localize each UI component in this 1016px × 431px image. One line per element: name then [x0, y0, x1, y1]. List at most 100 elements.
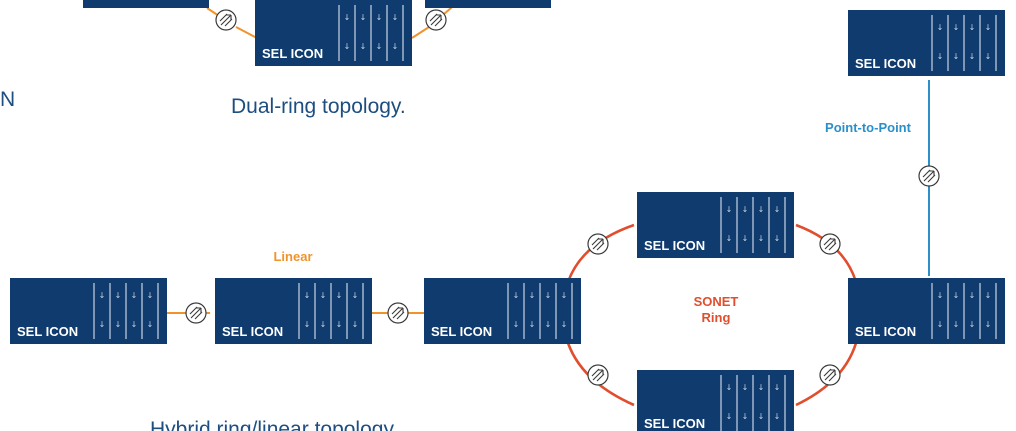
down-arrow-icon: ↓: [344, 42, 351, 51]
down-arrow-icon: ↓: [985, 320, 992, 329]
down-arrow-icon: ↓: [937, 23, 944, 32]
edge-fragment-text: N: [0, 88, 15, 111]
device-body: [637, 192, 794, 258]
down-arrow-icon: ↓: [115, 291, 122, 300]
down-arrow-icon: ↓: [360, 13, 367, 22]
down-arrow-icon: ↓: [545, 320, 552, 329]
device-body: [848, 10, 1005, 76]
down-arrow-icon: ↓: [131, 291, 138, 300]
fiber-transceiver-icon: [587, 364, 609, 386]
down-arrow-icon: ↓: [985, 23, 992, 32]
down-arrow-icon: ↓: [392, 42, 399, 51]
down-arrow-icon: ↓: [352, 291, 359, 300]
down-arrow-icon: ↓: [937, 320, 944, 329]
down-arrow-icon: ↓: [529, 291, 536, 300]
transceiver-arrow: [823, 368, 837, 382]
down-arrow-icon: ↓: [336, 320, 343, 329]
down-arrow-icon: ↓: [774, 383, 781, 392]
down-arrow-icon: ↓: [742, 205, 749, 214]
down-arrow-icon: ↓: [758, 234, 765, 243]
down-arrow-icon: ↓: [115, 320, 122, 329]
down-arrow-icon: ↓: [336, 291, 343, 300]
down-arrow-icon: ↓: [937, 291, 944, 300]
device-ring-left: ↓↓↓↓↓↓↓↓ SEL ICON: [424, 278, 581, 344]
linear-label: Linear: [273, 249, 312, 264]
transceiver-arrow: [922, 169, 936, 183]
device-ports: ↓↓↓↓↓↓↓↓: [507, 283, 573, 339]
down-arrow-icon: ↓: [953, 23, 960, 32]
dual-ring-link-left-lower: [235, 26, 258, 39]
device-ring-top: ↓↓↓↓↓↓↓↓ SEL ICON: [637, 192, 794, 258]
device-ports: ↓↓↓↓↓↓↓↓: [298, 283, 364, 339]
down-arrow-icon: ↓: [561, 291, 568, 300]
down-arrow-icon: ↓: [985, 291, 992, 300]
fiber-transceiver-icon: [215, 9, 237, 31]
device-ring-right: ↓↓↓↓↓↓↓↓ SEL ICON: [848, 278, 1005, 344]
transceiver-arrow: [219, 13, 233, 27]
down-arrow-icon: ↓: [758, 412, 765, 421]
device-label: SEL ICON: [431, 324, 492, 339]
fiber-transceiver-icon: [918, 165, 940, 187]
device-body: [215, 278, 372, 344]
device-body: [637, 370, 794, 431]
device-body: [10, 278, 167, 344]
device-dual-bottom: ↓↓↓↓↓↓↓↓ SEL ICON: [255, 0, 412, 66]
down-arrow-icon: ↓: [953, 291, 960, 300]
device-label: SEL ICON: [644, 416, 705, 431]
hybrid-caption: Hybrid ring/linear topology.: [150, 418, 398, 431]
down-arrow-icon: ↓: [131, 320, 138, 329]
device-linear-1: ↓↓↓↓↓↓↓↓ SEL ICON: [10, 278, 167, 344]
down-arrow-icon: ↓: [774, 234, 781, 243]
down-arrow-icon: ↓: [513, 320, 520, 329]
down-arrow-icon: ↓: [320, 320, 327, 329]
device-label: SEL ICON: [855, 56, 916, 71]
device-body: [83, 0, 209, 8]
device-body: [255, 0, 412, 66]
down-arrow-icon: ↓: [774, 412, 781, 421]
down-arrow-icon: ↓: [147, 291, 154, 300]
device-ports: ↓↓↓↓↓↓↓↓: [338, 5, 404, 61]
device-label: SEL ICON: [222, 324, 283, 339]
device-ports: ↓↓↓↓↓↓↓↓: [931, 283, 997, 339]
down-arrow-icon: ↓: [726, 383, 733, 392]
fiber-transceiver-icon: [587, 233, 609, 255]
device-ports: ↓↓↓↓↓↓↓↓: [720, 375, 786, 431]
fiber-transceiver-icon: [387, 302, 409, 324]
down-arrow-icon: ↓: [147, 320, 154, 329]
devices: ↓ ↓ ↓ ↓ ↓ ↓ ↓ ↓ SEL ICON ↓ ↓ ↓ ↓ ↓ ↓ ↓ ↓ SEL ICON ↓ ↓ ↓ ↓…: [10, 0, 1005, 431]
device-label: SEL ICON: [855, 324, 916, 339]
point-to-point-label: Point-to-Point: [825, 120, 912, 135]
down-arrow-icon: ↓: [726, 205, 733, 214]
device-ports: ↓↓↓↓↓↓↓↓: [931, 15, 997, 71]
sonet-label-line1: SONET: [694, 294, 739, 309]
down-arrow-icon: ↓: [99, 320, 106, 329]
down-arrow-icon: ↓: [969, 23, 976, 32]
device-ports: ↓↓↓↓↓↓↓↓: [720, 197, 786, 253]
device-p2p-top: ↓↓↓↓↓↓↓↓ SEL ICON: [848, 10, 1005, 76]
device-body: [425, 0, 551, 8]
transceiver-arrow: [823, 237, 837, 251]
device-label: SEL ICON: [644, 238, 705, 253]
down-arrow-icon: ↓: [742, 383, 749, 392]
fiber-transceiver-icon: [819, 364, 841, 386]
transceiver-arrow: [391, 306, 405, 320]
down-arrow-icon: ↓: [304, 320, 311, 329]
transceiver-arrow: [429, 13, 443, 27]
down-arrow-icon: ↓: [726, 234, 733, 243]
device-body: [848, 278, 1005, 344]
transceiver-arrow: [591, 368, 605, 382]
down-arrow-icon: ↓: [99, 291, 106, 300]
down-arrow-icon: ↓: [376, 13, 383, 22]
down-arrow-icon: ↓: [969, 291, 976, 300]
transceiver-arrow: [189, 306, 203, 320]
device-dual-top-right: [425, 0, 551, 8]
fiber-transceiver-icon: [819, 233, 841, 255]
transceivers: [185, 9, 940, 386]
fiber-transceiver-icon: [185, 302, 207, 324]
down-arrow-icon: ↓: [742, 412, 749, 421]
down-arrow-icon: ↓: [392, 13, 399, 22]
fiber-transceiver-icon: [425, 9, 447, 31]
down-arrow-icon: ↓: [344, 13, 351, 22]
transceiver-arrow: [591, 237, 605, 251]
down-arrow-icon: ↓: [953, 52, 960, 61]
